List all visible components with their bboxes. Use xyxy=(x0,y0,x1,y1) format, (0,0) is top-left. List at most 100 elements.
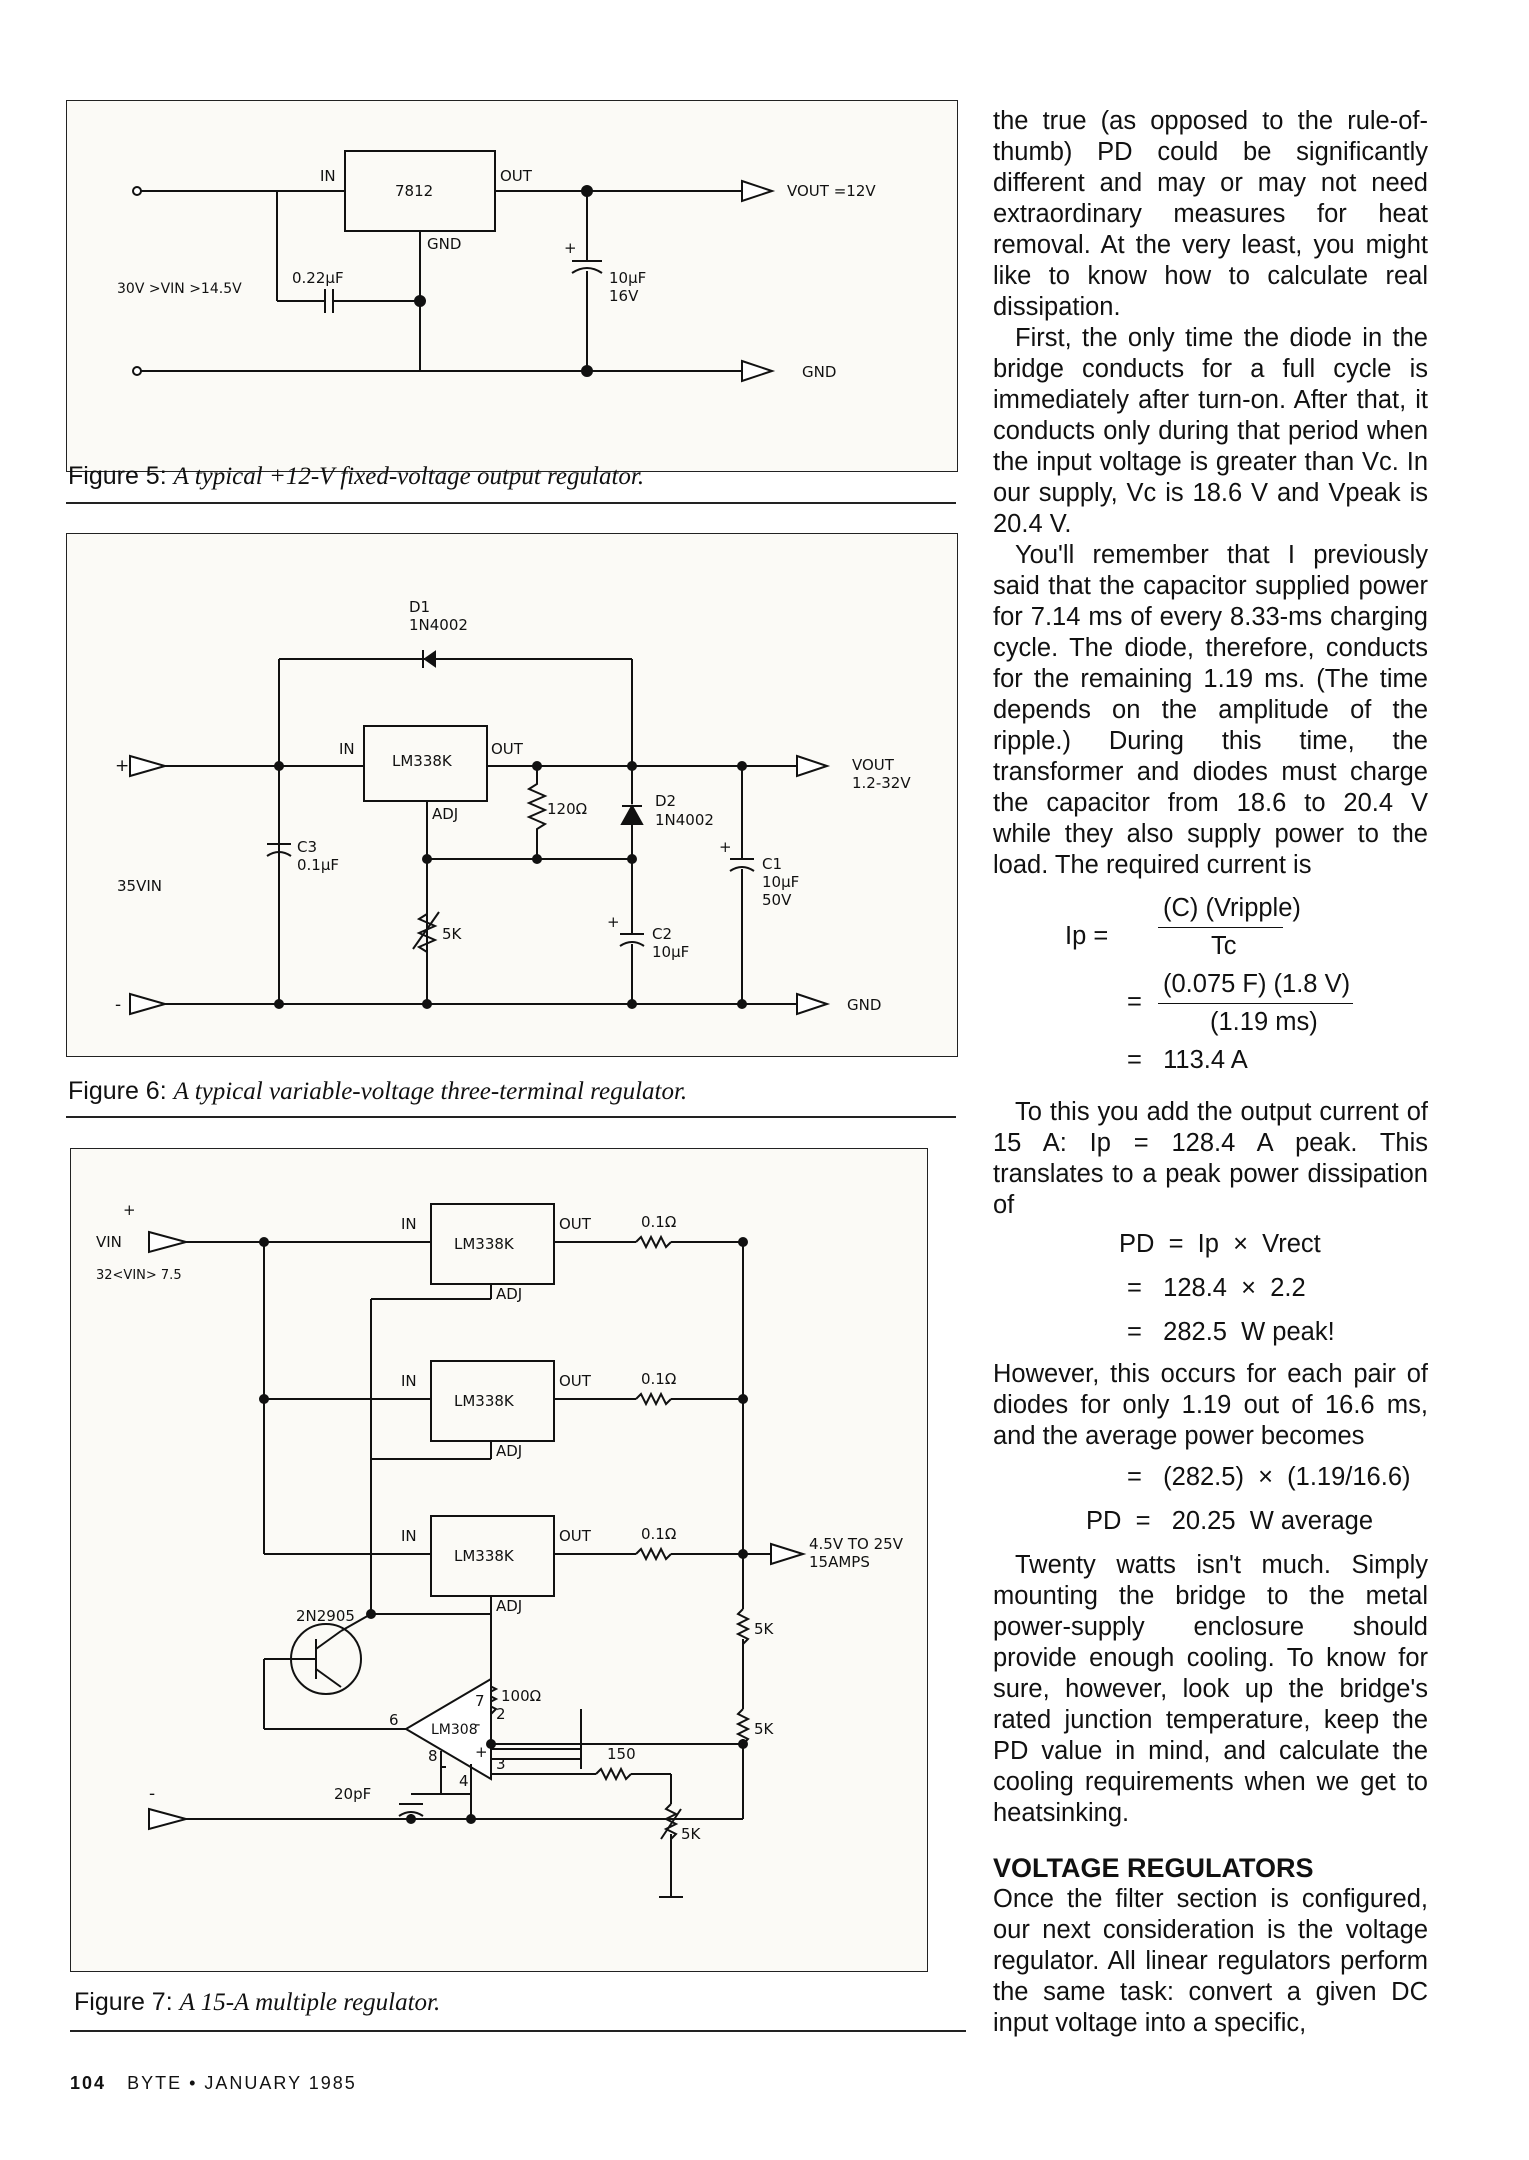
fig7-cap: 20pF xyxy=(334,1785,371,1803)
figure-7-caption: Figure 7: A 15-A multiple regulator. xyxy=(74,1988,440,2017)
fig5-plus: + xyxy=(564,239,577,257)
fig6-c2-name: C2 xyxy=(652,925,672,943)
fig6-c3-name: C3 xyxy=(297,838,317,856)
fig7-plus-in: + xyxy=(475,1743,488,1761)
fig7-pin-adj-3: ADJ xyxy=(496,1597,522,1615)
fig7-pin7: 7 xyxy=(475,1692,485,1710)
fig5-vout-label: VOUT =12V xyxy=(787,182,876,200)
fig6-d1-name: D1 xyxy=(409,598,430,616)
fig7-r150: 150 xyxy=(607,1745,636,1763)
fig7-pin6: 6 xyxy=(389,1711,399,1729)
fig7-pin-out-1: OUT xyxy=(559,1215,592,1233)
eq5: = 128.4 × 2.2 xyxy=(1127,1274,1306,1302)
fig6-c2-value: 10μF xyxy=(652,943,689,961)
fig7-pot-5k: 5K xyxy=(681,1825,702,1843)
page-number: 104 xyxy=(70,2073,107,2093)
fig6-r1: 120Ω xyxy=(547,800,587,818)
fig6-pin-out: OUT xyxy=(491,740,524,758)
fig7-opamp: LM308 xyxy=(431,1722,478,1738)
fig7-r5k-2: 5K xyxy=(754,1720,775,1738)
fig5-pin-in: IN xyxy=(320,167,336,185)
fig7-pin-in-1: IN xyxy=(401,1215,417,1233)
fig6-d2-name: D2 xyxy=(655,792,676,810)
paragraph-7: Once the filter section is configured, o… xyxy=(993,1885,1428,2037)
fig7-pin-in-3: IN xyxy=(401,1527,417,1545)
fig7-plus: + xyxy=(123,1201,136,1219)
eq1-fraction-bar xyxy=(1158,927,1283,928)
fig6-pot: 5K xyxy=(442,925,463,943)
fig5-pin-out: OUT xyxy=(500,167,533,185)
fig6-vin-label: 35VIN xyxy=(117,877,162,895)
publication-line: BYTE • JANUARY 1985 xyxy=(127,2073,357,2093)
equation-block-2: PD = Ip × Vrect = 128.4 × 2.2 = 282.5 W … xyxy=(993,1229,1428,1359)
fig6-c1-value: 10μF xyxy=(762,873,799,891)
fig6-caption-label: Figure 6: xyxy=(68,1077,167,1105)
fig7-output-current: 15AMPS xyxy=(809,1553,870,1571)
fig6-chip-label: LM338K xyxy=(392,752,453,770)
figure-5-schematic: IN 7812 OUT GND 30V >VIN >14.5V 0.22μF +… xyxy=(66,100,958,472)
fig7-rsense-1: 0.1Ω xyxy=(641,1213,676,1231)
eq2-denominator: (1.19 ms) xyxy=(1210,1008,1318,1036)
fig6-c1-name: C1 xyxy=(762,855,782,873)
fig7-pin3: 3 xyxy=(496,1755,506,1773)
equation-block-3: = (282.5) × (1.19/16.6) PD = 20.25 W ave… xyxy=(993,1462,1428,1550)
fig7-rsense-3: 0.1Ω xyxy=(641,1525,676,1543)
fig7-chip-3: LM338K xyxy=(454,1547,515,1565)
fig6-minus: - xyxy=(115,995,121,1015)
fig7-rsense-2: 0.1Ω xyxy=(641,1370,676,1388)
fig5-cap2-voltage: 16V xyxy=(609,287,639,305)
fig7-caption-label: Figure 7: xyxy=(74,1988,173,2016)
eq8: PD = 20.25 W average xyxy=(1086,1507,1374,1535)
fig6-plus: + xyxy=(115,756,129,776)
section-heading: VOLTAGE REGULATORS xyxy=(993,1853,1314,1883)
fig5-chip-label: 7812 xyxy=(395,182,433,200)
fig5-gnd-label: GND xyxy=(802,363,836,381)
eq1-denominator: Tc xyxy=(1211,932,1237,960)
figure-5-rule xyxy=(66,502,956,504)
fig7-chip-2: LM338K xyxy=(454,1392,515,1410)
figure-7-schematic: + VIN 32<VIN> 7.5 IN LM338K OUT 0.1Ω ADJ… xyxy=(70,1148,928,1972)
figure-6-schematic: D1 1N4002 + IN LM338K OUT ADJ 120Ω D2 1N… xyxy=(66,533,958,1057)
eq1-numerator: (C) (Vripple) xyxy=(1163,894,1301,922)
fig6-d2-part: 1N4002 xyxy=(655,811,714,829)
fig6-caption-text: A typical variable-voltage three-termina… xyxy=(173,1078,688,1105)
eq6: = 282.5 W peak! xyxy=(1127,1318,1335,1346)
fig7-pin8: 8 xyxy=(428,1747,438,1765)
paragraph-2: First, the only time the diode in the br… xyxy=(993,324,1428,538)
figure-6-caption: Figure 6: A typical variable-voltage thr… xyxy=(68,1077,687,1106)
fig7-output-voltage: 4.5V TO 25V xyxy=(809,1535,904,1553)
fig6-pin-in: IN xyxy=(339,740,355,758)
eq1-lhs: Ip = xyxy=(1065,922,1109,950)
fig7-pin-out-3: OUT xyxy=(559,1527,592,1545)
article-text-column: the true (as opposed to the rule-of-thum… xyxy=(993,106,1428,2039)
fig7-vin-label: VIN xyxy=(96,1233,122,1251)
fig5-caption-label: Figure 5: xyxy=(68,462,167,490)
eq2-fraction-bar xyxy=(1158,1003,1353,1004)
figure-6-rule xyxy=(66,1116,956,1118)
fig6-c1-voltage: 50V xyxy=(762,891,792,909)
fig5-cap2-value: 10μF xyxy=(609,269,646,287)
equation-block-1: Ip = (C) (Vripple) Tc = (0.075 F) (1.8 V… xyxy=(993,893,1428,1083)
paragraph-3: You'll remember that I previously said t… xyxy=(993,541,1428,879)
fig7-chip-1: LM338K xyxy=(454,1235,515,1253)
eq2-numerator: (0.075 F) (1.8 V) xyxy=(1163,970,1351,998)
paragraph-4: To this you add the output current of 15… xyxy=(993,1098,1428,1219)
eq3: = 113.4 A xyxy=(1127,1046,1248,1074)
paragraph-1: the true (as opposed to the rule-of-thum… xyxy=(993,107,1428,321)
fig7-transistor: 2N2905 xyxy=(296,1607,355,1625)
fig7-pin2: 2 xyxy=(496,1705,506,1723)
fig6-pin-adj: ADJ xyxy=(432,805,458,823)
figure-7-rule xyxy=(70,2030,966,2032)
fig7-vin-range: 32<VIN> 7.5 xyxy=(96,1268,182,1283)
fig6-gnd-label: GND xyxy=(847,996,881,1014)
fig6-vout-label: VOUT xyxy=(852,756,895,774)
eq7: = (282.5) × (1.19/16.6) xyxy=(1127,1463,1411,1491)
eq4: PD = Ip × Vrect xyxy=(1119,1230,1321,1258)
page-footer: 104 BYTE • JANUARY 1985 xyxy=(70,2073,357,2094)
figure-5-caption: Figure 5: A typical +12-V fixed-voltage … xyxy=(68,462,644,491)
fig7-r100: 100Ω xyxy=(501,1687,541,1705)
fig7-r5k-1: 5K xyxy=(754,1620,775,1638)
fig7-pin-in-2: IN xyxy=(401,1372,417,1390)
fig6-vout-range: 1.2-32V xyxy=(852,774,911,792)
fig5-input-range: 30V >VIN >14.5V xyxy=(117,281,242,297)
